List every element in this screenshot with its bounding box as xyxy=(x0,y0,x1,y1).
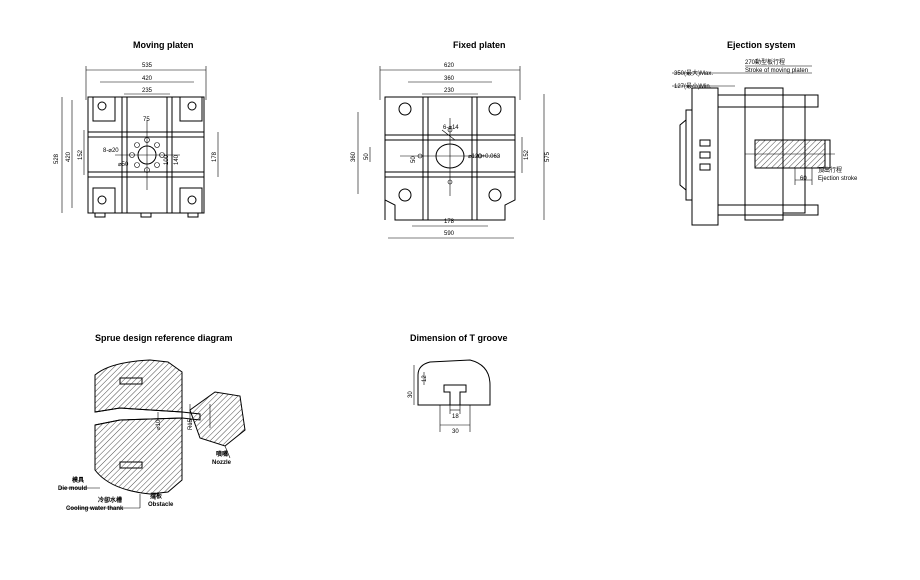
fp-dim-575: 575 xyxy=(545,151,551,162)
ej-max: 350(最大)Max. xyxy=(674,69,713,77)
mp-dim-100: 100 xyxy=(164,154,170,165)
ej-eject-cn: 頂出行程 xyxy=(818,166,842,174)
moving-platen-drawing: 535 420 235 528 420 152 75 8-⌀20 ⌀50 100… xyxy=(54,63,219,218)
nozzle-en: Nozzle xyxy=(212,460,232,466)
ej-stroke-cn: 270動型板行程 xyxy=(745,58,785,66)
mp-dim-535: 535 xyxy=(142,63,153,69)
fp-dim-50-left: 50 xyxy=(364,153,370,160)
water-cn: 冷卻水槽 xyxy=(98,496,122,504)
mp-dim-528: 528 xyxy=(54,153,60,164)
ej-min: 127(最小)Min. xyxy=(674,82,712,90)
mp-holes-8: 8-⌀20 xyxy=(103,148,119,154)
sprue-diagram-title: Sprue design reference diagram xyxy=(95,333,233,343)
moving-platen-title: Moving platen xyxy=(133,40,194,50)
mp-dim-420-v: 420 xyxy=(66,151,72,162)
fp-dim-620: 620 xyxy=(444,63,455,69)
fixed-platen-title: Fixed platen xyxy=(453,40,506,50)
ej-60: 60 xyxy=(800,176,807,182)
sprue-r15: R15 xyxy=(188,418,194,430)
sprue-diagram-drawing: ⌀10 R15 噴嘴 Nozzle 模具 Die mould 冷卻水槽 Cool… xyxy=(58,359,246,512)
fp-dim-590: 590 xyxy=(444,231,455,237)
fp-dim-360: 360 xyxy=(444,76,455,82)
tg-dim-30-v: 30 xyxy=(408,391,414,398)
ej-stroke-en: Stroke of moving platen xyxy=(745,68,808,74)
tg-dim-12: 12 xyxy=(422,375,428,382)
fp-holes-6: 6-⌀14 xyxy=(443,125,459,131)
t-groove-title: Dimension of T groove xyxy=(410,333,508,343)
mp-dia-50: ⌀50 xyxy=(118,162,129,168)
nozzle-cn: 噴嘴 xyxy=(216,450,228,458)
ejection-system-drawing: 350(最大)Max. 127(最小)Min. 270動型板行程 Stroke … xyxy=(672,58,858,226)
fp-dim-230: 230 xyxy=(444,88,455,94)
fixed-platen-drawing: 620 360 230 360 50 6-⌀14 50 ⌀120+0.063 1… xyxy=(351,63,551,239)
mp-dim-75: 75 xyxy=(143,117,150,123)
obstacle-cn: 擋板 xyxy=(150,492,163,500)
mp-dim-178: 178 xyxy=(212,151,218,162)
mp-dim-152: 152 xyxy=(78,149,84,160)
fp-dim-50: 50 xyxy=(411,156,417,163)
fp-dim-178: 178 xyxy=(444,219,455,225)
tg-dim-30-h: 30 xyxy=(452,429,459,435)
ejection-system-title: Ejection system xyxy=(727,40,796,50)
fp-dim-360-v: 360 xyxy=(351,151,357,162)
water-en: Cooling water thank xyxy=(66,506,124,512)
ej-eject-en: Ejection stroke xyxy=(818,176,858,182)
tg-dim-18: 18 xyxy=(452,414,459,420)
fp-bore: ⌀120+0.063 xyxy=(468,154,501,160)
die-mould-cn: 模具 xyxy=(72,476,84,484)
obstacle-en: Obstacle xyxy=(148,502,174,508)
mp-dim-140: 140 xyxy=(174,154,180,165)
sprue-d10: ⌀10 xyxy=(156,419,162,430)
fp-dim-152: 152 xyxy=(524,149,530,160)
mp-dim-420: 420 xyxy=(142,76,153,82)
die-mould-en: Die mould xyxy=(58,486,87,492)
t-groove-drawing: 30 12 18 30 xyxy=(408,359,491,435)
mp-dim-235: 235 xyxy=(142,88,153,94)
